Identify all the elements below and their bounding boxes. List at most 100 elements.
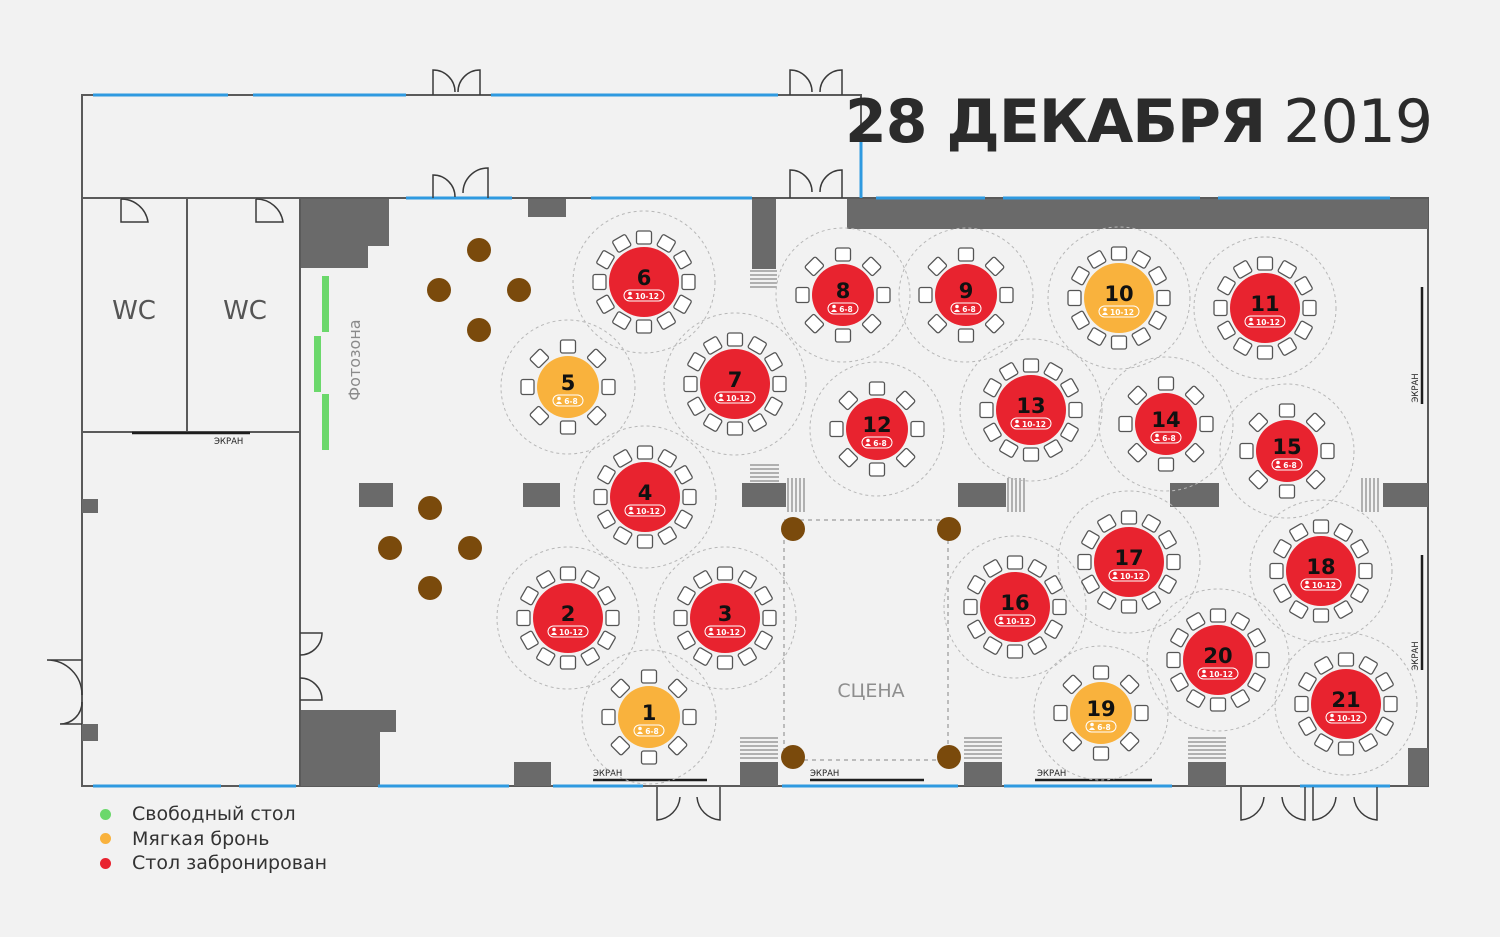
chair — [677, 630, 696, 650]
table-2[interactable]: 210-12 — [496, 546, 640, 690]
chair — [1289, 600, 1309, 619]
table-5[interactable]: 56-8 — [500, 319, 636, 455]
person-icon-body — [865, 443, 871, 446]
chair — [1053, 704, 1068, 722]
chair — [1273, 583, 1292, 603]
table-number: 6 — [637, 266, 652, 290]
chair — [1277, 337, 1297, 356]
chair — [1092, 665, 1110, 680]
table-14[interactable]: 146-8 — [1098, 356, 1234, 492]
chair — [597, 630, 616, 650]
table-number: 13 — [1016, 394, 1045, 418]
table-6[interactable]: 6 10-12 — [572, 210, 716, 354]
chair — [1312, 608, 1330, 623]
table-4[interactable]: 410-12 — [573, 425, 717, 569]
capacity-badge — [994, 614, 1036, 627]
table-8[interactable]: 86-8 — [775, 227, 911, 363]
person-icon-body — [1275, 465, 1281, 468]
chair — [1166, 651, 1181, 669]
chair — [999, 362, 1019, 381]
person-icon-body — [1304, 585, 1310, 588]
chair — [529, 348, 550, 369]
chair — [1170, 672, 1189, 692]
person-icon — [1090, 722, 1094, 727]
person-icon — [709, 627, 713, 632]
table-capacity: 6-8 — [645, 727, 659, 736]
chair — [927, 256, 948, 277]
chair — [673, 609, 688, 627]
table-capacity: 10-12 — [635, 292, 659, 301]
person-icon-body — [1201, 674, 1207, 677]
stage-area — [783, 519, 949, 761]
table-9[interactable]: 96-8 — [898, 227, 1034, 363]
photozone-label: Фотозона — [345, 319, 364, 400]
chair — [1298, 672, 1317, 692]
chair — [1060, 422, 1079, 442]
table-7[interactable]: 710-12 — [663, 312, 807, 456]
legend-item-booked: Стол забронирован — [100, 851, 327, 876]
chair — [1110, 335, 1128, 350]
chair — [596, 294, 615, 314]
chair — [1141, 591, 1161, 610]
capacity-badge — [1085, 720, 1117, 733]
table-capacity: 10-12 — [559, 628, 583, 637]
chair — [1277, 260, 1297, 279]
screen-label-right-2: ЭКРАН — [1411, 641, 1421, 670]
chair — [1156, 289, 1171, 307]
chair — [1239, 442, 1254, 460]
table-number: 14 — [1151, 408, 1180, 432]
chair — [1120, 510, 1138, 525]
table-19[interactable]: 196-8 — [1033, 645, 1169, 781]
chair — [1383, 695, 1398, 713]
person-icon — [999, 616, 1003, 621]
chair — [1043, 362, 1063, 381]
table-capacity: 10-12 — [1312, 581, 1336, 590]
person-icon — [1113, 571, 1117, 576]
person-icon — [629, 506, 633, 511]
date-year: 2019 — [1283, 87, 1433, 157]
chair — [673, 294, 692, 314]
chair — [1233, 260, 1253, 279]
capacity-badge — [704, 625, 746, 638]
table-capacity: 10-12 — [726, 394, 750, 403]
chair — [1052, 598, 1067, 616]
chair — [1022, 358, 1040, 373]
chair — [674, 509, 693, 529]
table-capacity: 10-12 — [1256, 318, 1280, 327]
chair — [1333, 523, 1353, 542]
table-3[interactable]: 310-12 — [653, 546, 797, 690]
chair — [635, 230, 653, 245]
chair — [687, 396, 706, 416]
chair — [1248, 412, 1269, 433]
table-12[interactable]: 126-8 — [809, 361, 945, 497]
person-icon-body — [1014, 424, 1020, 427]
legend-dot-free — [100, 808, 111, 820]
table-zone — [1274, 632, 1418, 776]
chair — [772, 375, 787, 393]
table-15[interactable]: 156-8 — [1219, 383, 1355, 519]
person-icon-body — [1154, 438, 1160, 441]
pillar — [781, 745, 805, 769]
person-icon — [557, 396, 561, 401]
chair — [834, 247, 852, 262]
screen-labels: ЭКРАН ЭКРАН ЭКРАН ЭКРАН ЭКРАН ЭКРАН — [214, 373, 1421, 779]
table-zone — [1033, 645, 1169, 781]
tables-layer: 16-8210-12310-12410-1256-8610-12710-1286… — [496, 210, 1418, 785]
chair — [673, 250, 692, 270]
table-1[interactable]: 16-8 — [581, 649, 717, 785]
table-capacity: 10-12 — [716, 628, 740, 637]
chair — [610, 735, 631, 756]
table-zone — [1146, 588, 1290, 732]
chair — [559, 655, 577, 670]
chair — [613, 449, 633, 468]
person-icon — [955, 304, 959, 309]
chair — [656, 234, 676, 253]
